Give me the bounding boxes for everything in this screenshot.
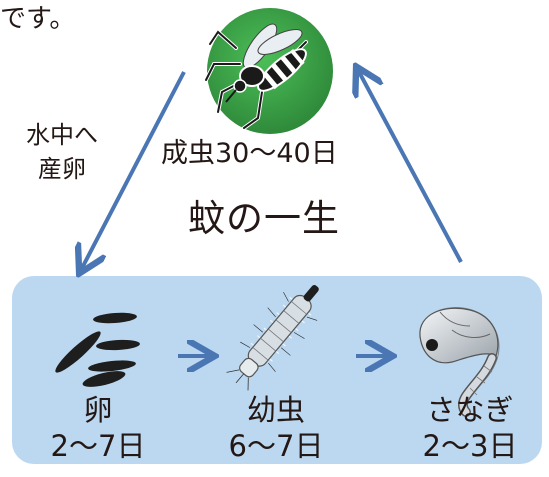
stage-larva-duration: 6〜7日 — [228, 429, 324, 463]
egg-laying-note: 水中へ 産卵 — [12, 118, 112, 186]
egg-laying-note-line2: 産卵 — [38, 155, 86, 183]
stage-egg-name: 卵 — [83, 393, 113, 427]
stage-egg-duration: 2〜7日 — [50, 429, 146, 463]
stage-pupa-duration: 2〜3日 — [422, 429, 518, 463]
pupa-icon — [419, 307, 500, 417]
egg-cluster-icon — [55, 312, 140, 387]
arrow-adult-to-egg — [81, 71, 186, 270]
stage-pupa-name: さなぎ — [426, 393, 514, 427]
stage-larva-name: 幼虫 — [246, 393, 305, 427]
diagram-title: 蚊の一生 — [188, 197, 340, 240]
mosquito-icon — [204, 8, 333, 134]
intro-text-fragment: です。 — [0, 4, 76, 34]
egg-laying-note-line1: 水中へ — [26, 121, 98, 149]
larva-icon — [226, 285, 319, 391]
adult-stage-label: 成虫30〜40日 — [161, 138, 338, 169]
arrow-pupa-to-adult — [358, 70, 463, 263]
stage-pupa: さなぎ 2〜3日 — [405, 392, 535, 464]
stage-egg: 卵 2〜7日 — [33, 392, 163, 464]
stage-larva: 幼虫 6〜7日 — [211, 392, 341, 464]
